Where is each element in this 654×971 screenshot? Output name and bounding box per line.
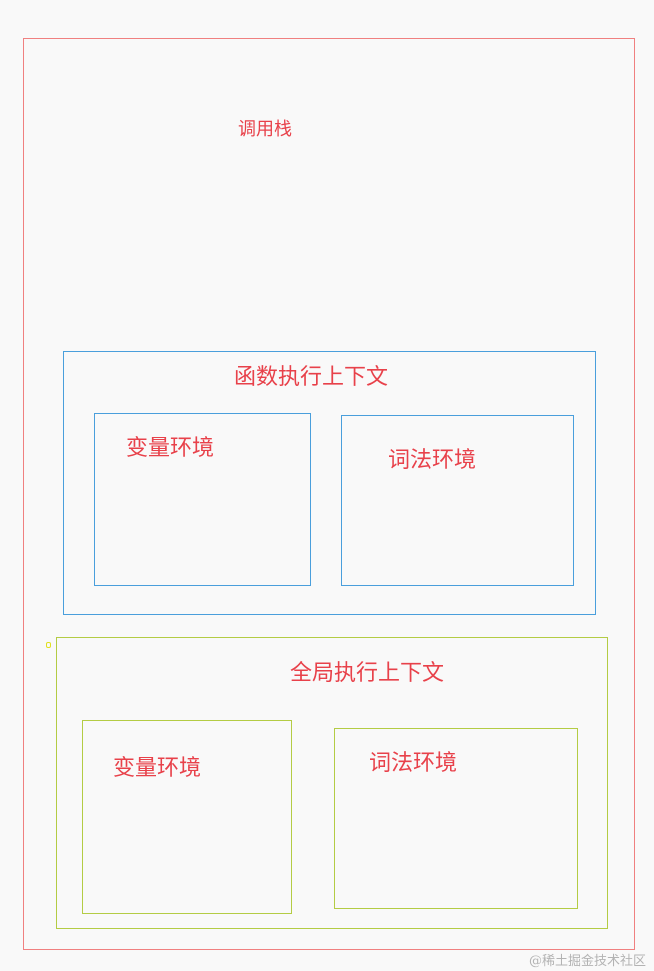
function-variable-environment-box <box>94 413 311 586</box>
global-lexical-environment-box <box>334 728 578 909</box>
function-context-box <box>63 351 596 615</box>
call-stack-label: 调用栈 <box>238 119 292 140</box>
global-variable-environment-label: 变量环境 <box>113 756 202 781</box>
function-lexical-environment-label: 词法环境 <box>388 448 477 473</box>
global-context-label: 全局执行上下文 <box>290 661 445 686</box>
call-stack-box <box>23 38 635 950</box>
global-lexical-environment-label: 词法环境 <box>369 751 458 776</box>
selection-handle[interactable] <box>46 642 51 648</box>
watermark: @稀土掘金技术社区 <box>528 954 646 969</box>
function-variable-environment-label: 变量环境 <box>126 436 215 461</box>
function-lexical-environment-box <box>341 415 574 586</box>
global-variable-environment-box <box>82 720 292 914</box>
function-context-label: 函数执行上下文 <box>234 365 389 390</box>
global-context-box <box>56 637 608 929</box>
